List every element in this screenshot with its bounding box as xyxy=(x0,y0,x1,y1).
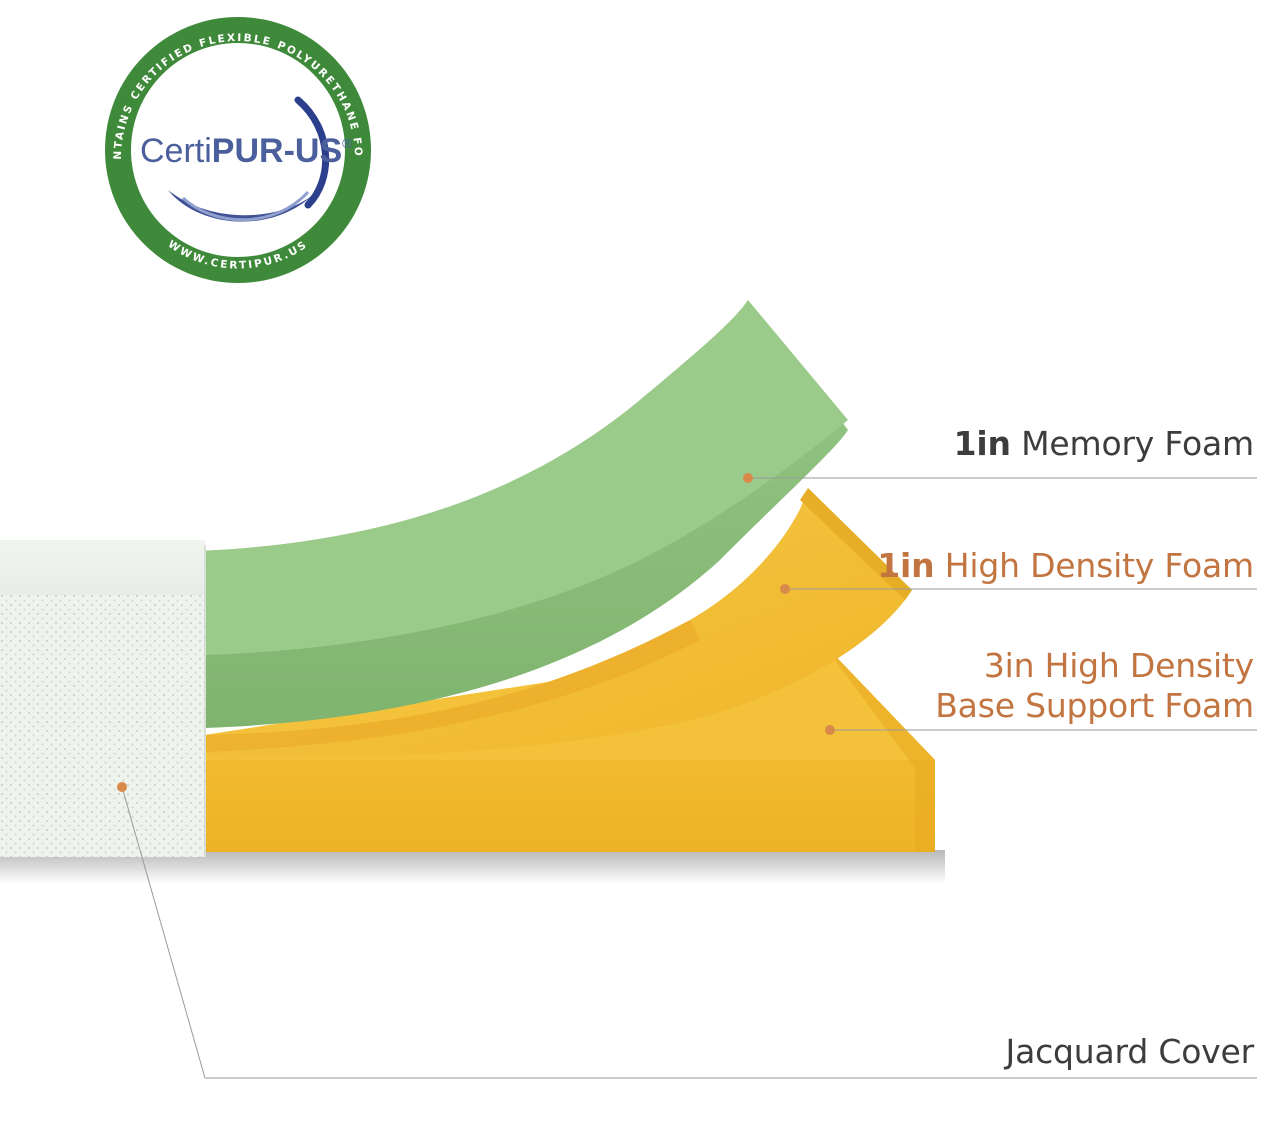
label-base-support-foam: 3in High Density Base Support Foam xyxy=(935,646,1254,725)
cover-marker xyxy=(117,782,127,792)
memory-foam-marker xyxy=(743,473,753,483)
base-foam-edge xyxy=(820,640,935,852)
high-density-layer xyxy=(205,488,912,759)
high-density-edge xyxy=(800,488,912,600)
certipur-us-seal: CONTAINS CERTIFIED FLEXIBLE POLYURETHANE… xyxy=(103,15,373,285)
label-jacquard-cover: Jacquard Cover xyxy=(1005,1032,1255,1071)
base-foam-marker xyxy=(825,725,835,735)
label-high-density-foam: 1in High Density Foam xyxy=(877,546,1254,585)
high-density-marker xyxy=(780,584,790,594)
svg-text:CertiPUR-US®: CertiPUR-US® xyxy=(140,132,353,170)
label-memory-foam: 1in Memory Foam xyxy=(953,424,1255,463)
high-density-shadow xyxy=(205,620,700,752)
memory-foam-top xyxy=(148,300,848,655)
jacquard-cover-top xyxy=(0,540,205,598)
